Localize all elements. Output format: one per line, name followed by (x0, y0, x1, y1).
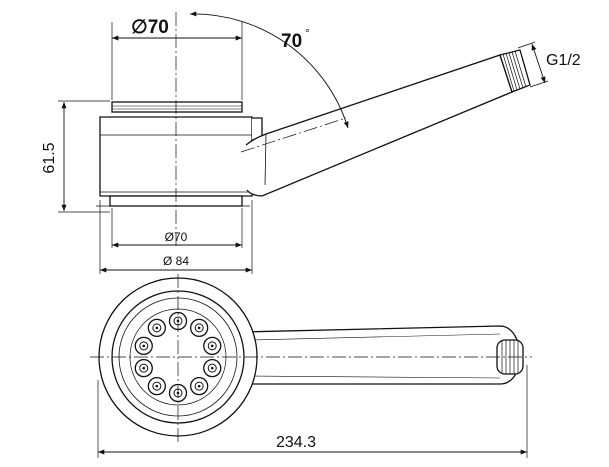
grip-ring (111, 101, 243, 113)
label-angle: 70 (281, 31, 302, 52)
nozzle (147, 376, 166, 396)
thread-connector (499, 49, 531, 93)
nozzle-ring (134, 311, 222, 403)
label-diameter-84: Ø 84 (163, 254, 189, 268)
nozzle (147, 318, 166, 338)
nozzle (134, 336, 153, 356)
top-centerlines (90, 274, 532, 442)
side-view (96, 49, 531, 207)
nozzle (203, 336, 222, 356)
label-diameter-70: Ø70 (165, 230, 188, 244)
dim-thread (531, 43, 546, 84)
dimension-lines (61, 11, 549, 455)
label-total-length: 234.3 (276, 434, 316, 451)
dim-angle-arc (189, 11, 349, 129)
nozzle (134, 358, 153, 378)
nozzle (190, 318, 209, 338)
label-top-diameter: ∅70 (131, 17, 169, 38)
label-angle-unit: ° (305, 26, 310, 40)
label-height: 61.5 (41, 142, 58, 173)
handle (245, 54, 513, 197)
label-thread: G1/2 (546, 52, 581, 69)
nozzle (203, 358, 222, 378)
nozzle (190, 376, 209, 396)
